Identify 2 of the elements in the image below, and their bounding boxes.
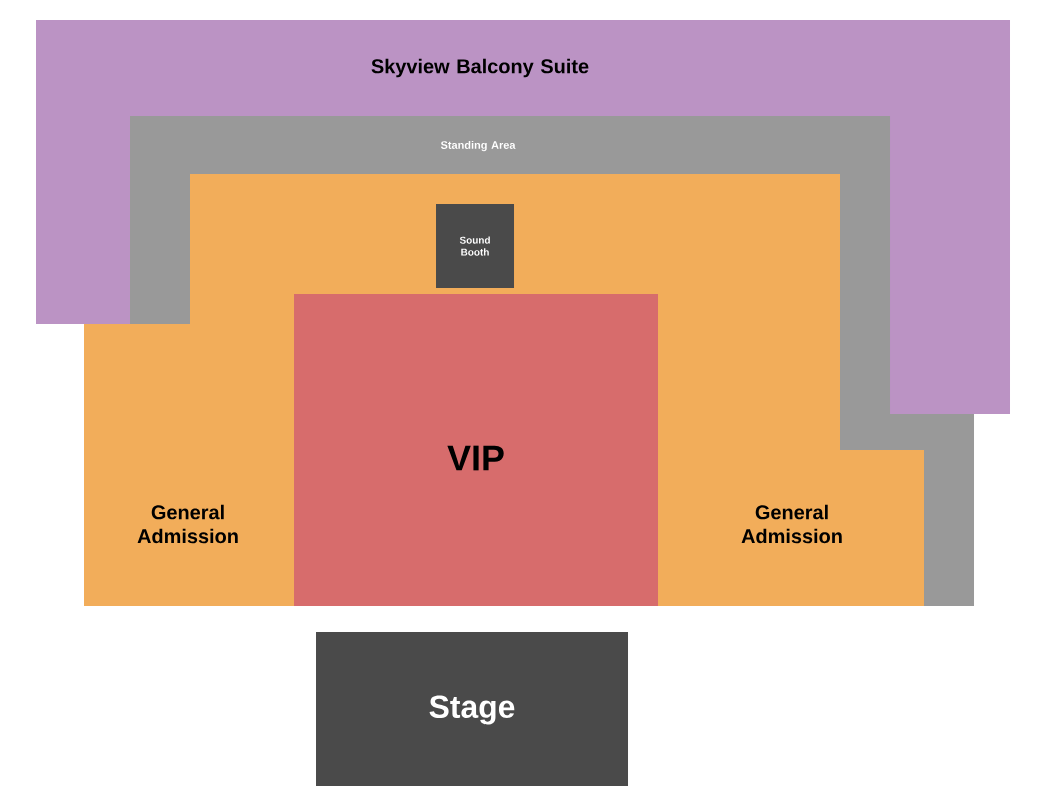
stage: Stage	[316, 632, 628, 786]
vip-section: VIP	[294, 294, 658, 606]
